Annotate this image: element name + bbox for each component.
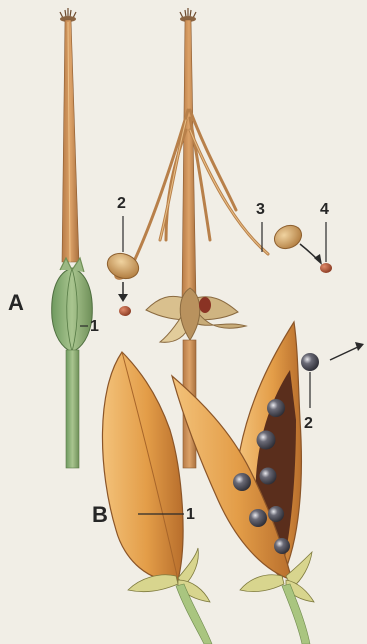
ejected-seed bbox=[301, 342, 364, 371]
calyx-green bbox=[52, 268, 93, 352]
label-a-awn: 3 bbox=[256, 201, 265, 218]
label-a-seed-right: 4 bbox=[320, 201, 329, 218]
central-column bbox=[182, 20, 196, 300]
beak-left bbox=[62, 20, 79, 262]
plant-a-left bbox=[52, 8, 93, 468]
label-section-b: B bbox=[92, 502, 108, 527]
fallen-seed-left bbox=[118, 282, 131, 316]
label-b-seed: 2 bbox=[304, 415, 313, 432]
awn-seed-right bbox=[271, 221, 306, 253]
label-b-pod: 1 bbox=[186, 506, 195, 523]
fallen-seed-right bbox=[300, 244, 332, 273]
pod-closed bbox=[102, 352, 183, 580]
stalk-left bbox=[66, 350, 79, 468]
label-a-calyx: 1 bbox=[90, 318, 99, 335]
label-section-a: A bbox=[8, 290, 24, 315]
open-calyx bbox=[146, 288, 246, 342]
label-a-seed-left: 2 bbox=[117, 195, 126, 212]
